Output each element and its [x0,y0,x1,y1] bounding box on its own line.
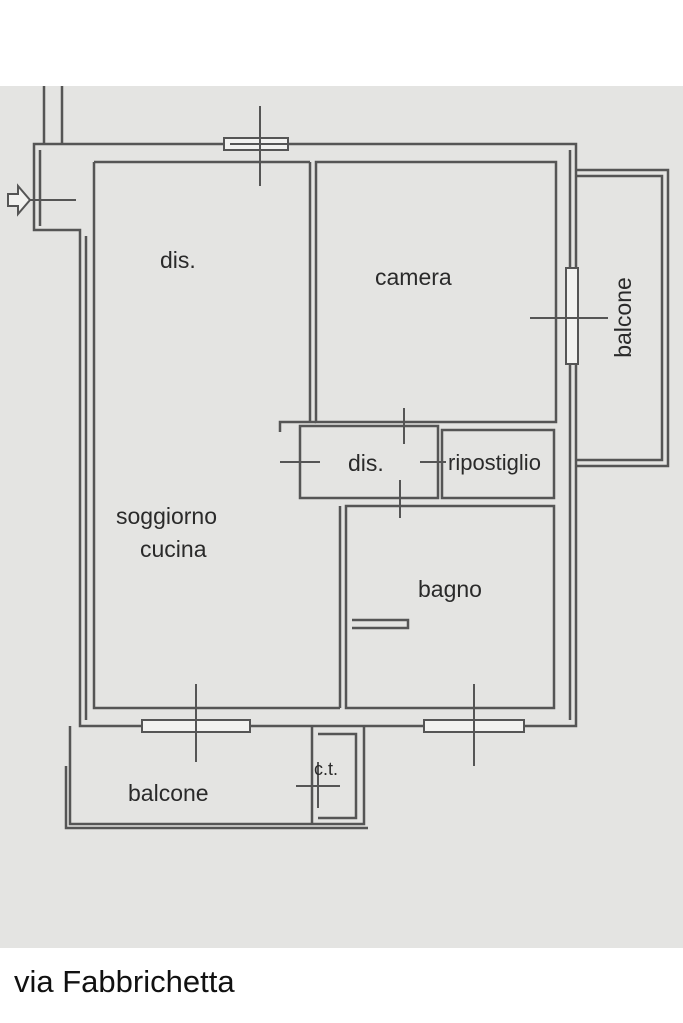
storage-wall [440,428,556,500]
label-bottom-balcony: balcone [128,780,209,806]
floor-plan-sheet: dis. camera balcone dis. ripostiglio sog… [0,86,683,999]
label-boiler: c.t. [314,759,339,779]
entrance-arrow-icon [7,183,76,217]
label-living-line2: cucina [140,536,207,562]
bottom-balcony-railing [64,726,368,830]
label-entrance: dis. [160,247,196,273]
bathroom-partition [352,618,410,630]
entrance-wall [42,86,64,144]
living-inner-wall [92,160,340,710]
outer-wall [32,142,578,728]
label-storage: ripostiglio [448,450,541,475]
windows [141,137,579,733]
floor-plan-drawing [7,86,670,830]
label-bedroom: camera [375,264,452,290]
label-living-line1: soggiorno [116,503,218,529]
living-right-wall [278,162,342,708]
right-balcony-railing [576,168,670,468]
inner-outline [38,150,572,720]
label-bathroom: bagno [418,576,482,602]
bathroom-wall [344,504,556,710]
bedroom-wall [314,160,558,424]
walls [32,86,670,830]
door-swings [195,106,608,808]
boiler-wall [310,726,358,824]
street-caption: via Fabbrichetta [14,964,235,999]
label-hall: dis. [348,450,384,476]
window-icon [565,267,579,365]
label-right-balcony: balcone [609,277,636,358]
